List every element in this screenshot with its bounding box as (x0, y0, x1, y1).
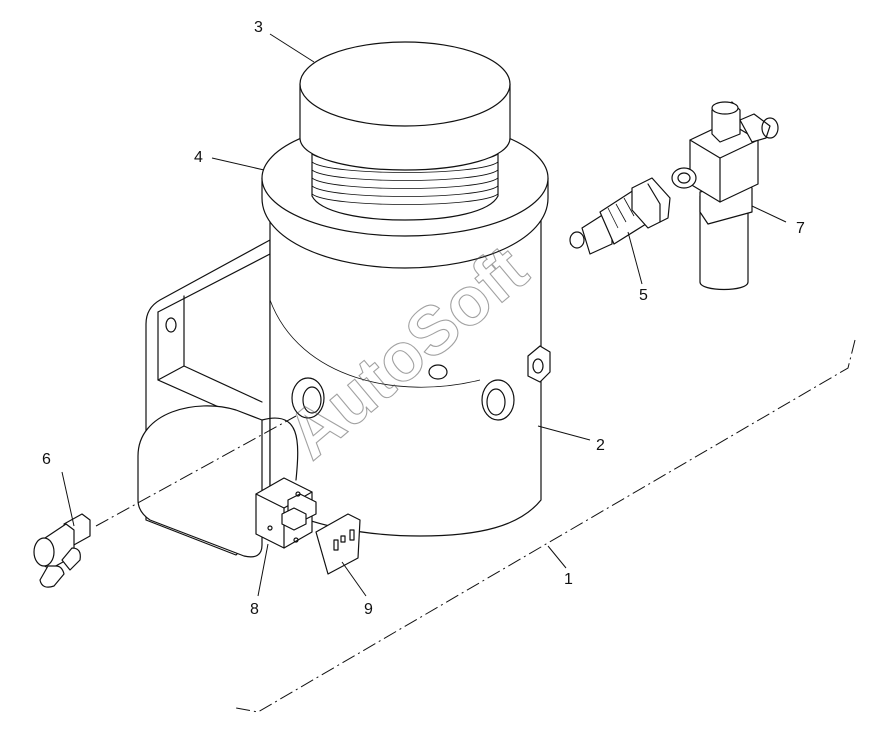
part-gasket (315, 513, 361, 575)
callout-leaders (61, 33, 787, 597)
callout-5: 5 (639, 287, 648, 304)
part-cap (299, 41, 511, 171)
part-connector (255, 477, 317, 549)
part-coupling-fitting (33, 513, 91, 588)
callout-7: 7 (796, 220, 805, 237)
assembly-boundary (235, 339, 856, 713)
part-housing (137, 199, 551, 558)
part-pump-fitting (671, 101, 779, 291)
callout-6: 6 (42, 451, 51, 468)
part-valve-screw (569, 177, 671, 255)
callout-2: 2 (596, 437, 605, 454)
callouts: 3 4 5 6 7 2 1 8 9 (42, 19, 805, 618)
callout-8: 8 (250, 601, 259, 618)
callout-3: 3 (254, 19, 263, 36)
callout-4: 4 (194, 149, 203, 166)
callout-1: 1 (564, 571, 573, 588)
callout-9: 9 (364, 601, 373, 618)
